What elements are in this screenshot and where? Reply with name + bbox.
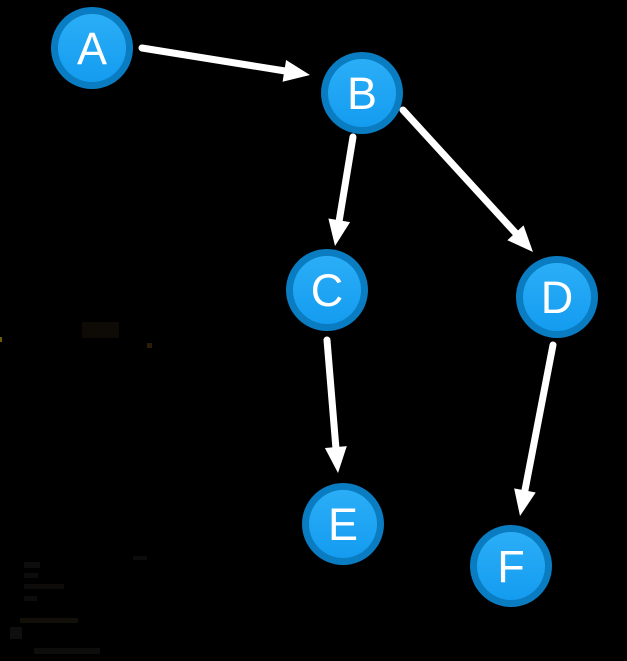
node-D[interactable]: D — [516, 256, 598, 338]
edge-line-B-D — [399, 106, 522, 240]
node-body — [523, 263, 591, 331]
node-body — [293, 256, 361, 324]
arrowhead-icon — [328, 218, 351, 246]
edge-C-E — [323, 336, 347, 473]
edge-line-B-C — [335, 133, 357, 228]
arrowhead-icon — [324, 446, 347, 473]
node-body — [58, 14, 126, 82]
node-F[interactable]: F — [470, 525, 552, 607]
node-B[interactable]: B — [321, 52, 403, 134]
node-body — [328, 59, 396, 127]
edge-line-C-E — [323, 336, 340, 455]
arrowhead-icon — [507, 225, 533, 252]
edge-B-C — [328, 133, 357, 246]
edge-B-D — [399, 106, 533, 252]
edge-line-A-B — [138, 44, 292, 76]
nodes-layer: A B C D E F — [51, 7, 598, 607]
node-C[interactable]: C — [286, 249, 368, 331]
node-E[interactable]: E — [302, 483, 384, 565]
node-body — [477, 532, 545, 600]
edge-D-F — [514, 341, 557, 516]
edge-A-B — [138, 44, 310, 82]
node-A[interactable]: A — [51, 7, 133, 89]
node-body — [309, 490, 377, 558]
edge-line-D-F — [520, 341, 557, 498]
arrowhead-icon — [514, 488, 536, 516]
edges-layer — [138, 44, 557, 516]
arrowhead-icon — [282, 60, 310, 82]
